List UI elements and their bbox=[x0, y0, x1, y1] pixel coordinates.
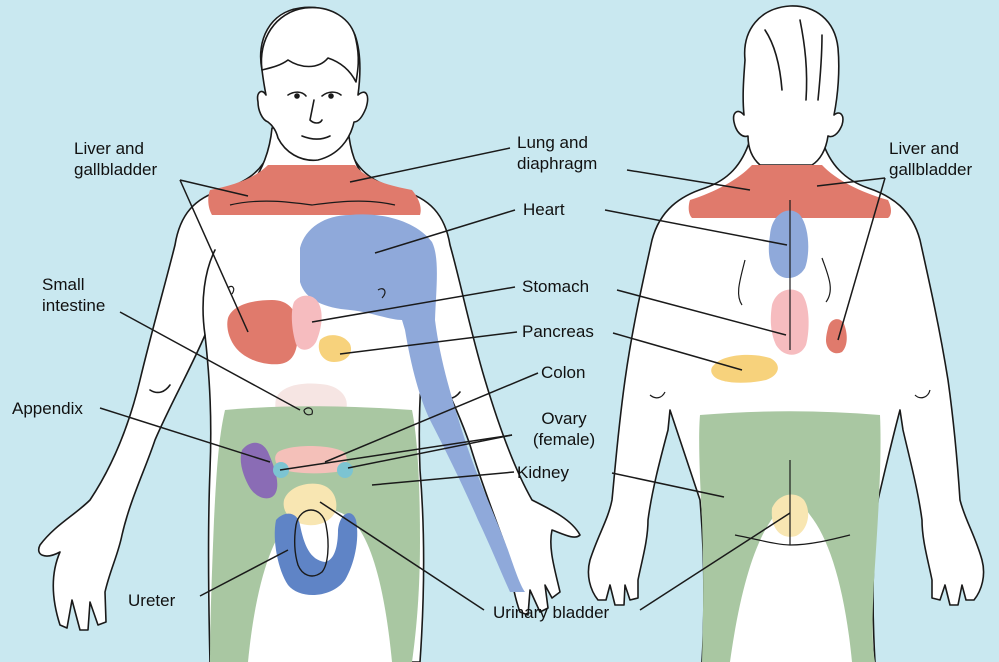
label-ovary-line2: (female) bbox=[516, 429, 612, 450]
label-stomach: Stomach bbox=[522, 276, 589, 297]
label-lung-line2: diaphragm bbox=[517, 153, 597, 174]
label-lung-line1: Lung and bbox=[517, 132, 597, 153]
front-lung-diaphragm-region bbox=[208, 165, 420, 215]
label-liver-back-line2: gallbladder bbox=[889, 159, 972, 180]
label-appendix: Appendix bbox=[12, 398, 83, 419]
label-liver-back-line1: Liver and bbox=[889, 138, 972, 159]
label-liver-back: Liver and gallbladder bbox=[889, 138, 972, 180]
leader-lung-front bbox=[350, 148, 510, 182]
label-ureter: Ureter bbox=[128, 590, 175, 611]
label-pancreas: Pancreas bbox=[522, 321, 594, 342]
back-head bbox=[734, 6, 843, 165]
label-liver-front-line1: Liver and bbox=[74, 138, 157, 159]
label-heart: Heart bbox=[523, 199, 565, 220]
label-ovary: Ovary (female) bbox=[516, 408, 612, 450]
back-heart-region bbox=[769, 211, 808, 278]
label-liver-front: Liver and gallbladder bbox=[74, 138, 157, 180]
front-ovary-right-region bbox=[337, 462, 353, 478]
label-urinary-bladder: Urinary bladder bbox=[493, 602, 609, 623]
front-left-pupil bbox=[295, 94, 299, 98]
label-colon: Colon bbox=[541, 362, 585, 383]
label-small-intestine: Small intestine bbox=[42, 274, 105, 316]
label-kidney: Kidney bbox=[517, 462, 569, 483]
label-small-intestine-line2: intestine bbox=[42, 295, 105, 316]
label-small-intestine-line1: Small bbox=[42, 274, 105, 295]
label-liver-front-line2: gallbladder bbox=[74, 159, 157, 180]
label-lung-diaphragm: Lung and diaphragm bbox=[517, 132, 597, 174]
front-right-pupil bbox=[329, 94, 333, 98]
label-ovary-line1: Ovary bbox=[516, 408, 612, 429]
